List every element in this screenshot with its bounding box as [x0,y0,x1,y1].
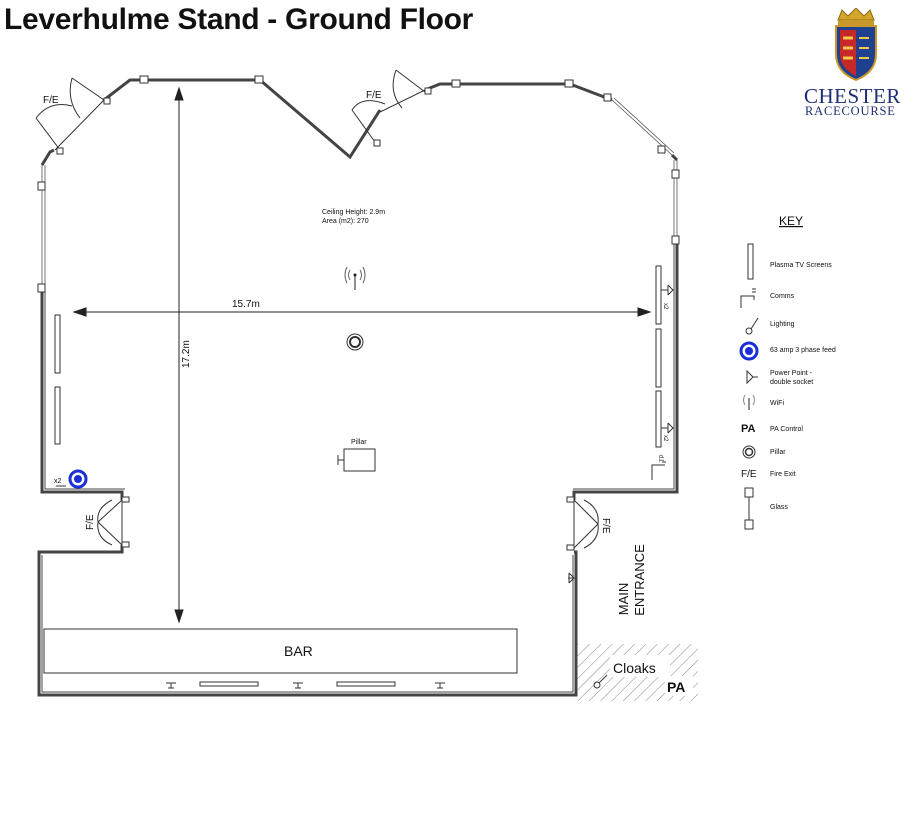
key-label-tv: Plasma TV Screens [770,262,832,269]
cloaks-label: Cloaks [613,660,656,676]
key-label-feed: 63 amp 3 phase feed [770,347,836,354]
key-legend: Plasma TV Screens Comms Lighting 63 amp … [739,243,836,530]
glass-icon [744,487,754,530]
power-feed-icon [739,341,759,361]
lighting-plan [593,674,608,689]
key-label-pa: PA Control [770,426,803,433]
pillar-label: Pillar [351,439,367,446]
main-label: MAIN [616,583,631,616]
key-label-fe: Fire Exit [770,471,796,478]
fire-exit-top-middle [351,69,432,147]
power-points-right [661,284,674,434]
page-title: Leverhulme Stand - Ground Floor [4,3,474,36]
key-label-power: Power Point - [770,370,813,377]
key-title: KEY [779,214,803,228]
area: Area (m2): 270 [322,218,369,225]
glass-walls [41,97,678,288]
tp-label: TP [660,454,666,462]
bar-label: BAR [284,643,313,659]
pa-label: PA [667,679,685,695]
comms-right [651,461,666,480]
comms-icon [740,288,756,308]
key-label-power-2: double socket [770,379,813,386]
logo-line-2: RACECOURSE [805,104,896,118]
wifi-icon [344,266,366,290]
fe-label-top-left: F/E [43,95,59,106]
tv-screens-right [655,265,662,448]
fe-label-top-middle: F/E [366,90,382,101]
fire-exit-left [97,496,130,548]
height-dimension-label: 17.2m [181,340,192,368]
pillar-key-icon [742,445,756,459]
lighting-icon [745,317,759,335]
tv-screens-left [54,314,61,445]
key-label-wifi: WiFi [770,400,784,407]
bar-fixtures [166,681,445,689]
fire-exit-icon: F/E [741,469,757,480]
crest-icon [835,8,877,82]
fire-exit-right [566,496,599,551]
chester-racecourse-logo: CHESTER RACECOURSE [800,8,912,118]
glass-markers [37,75,680,293]
outer-walls [37,78,679,697]
x2-label-1: x2 [662,303,668,310]
width-dimension [72,307,652,317]
x2-label-feed: x2 [54,478,62,485]
key-label-pillar: Pillar [770,449,786,456]
pillar-icon [346,333,364,351]
key-label-comms: Comms [770,293,795,300]
height-dimension [174,86,184,624]
pillar-box [337,448,376,472]
pa-control-icon: PA [741,423,756,435]
ceiling-height: Ceiling Height: 2.9m [322,209,385,216]
key-label-glass: Glass [770,504,788,511]
logo-line-1: CHESTER [804,84,901,108]
fe-label-left: F/E [85,514,96,530]
wifi-key-icon [743,394,755,410]
power-point-entrance [568,572,575,584]
tv-screen-icon [747,243,754,280]
key-label-lighting: Lighting [770,321,795,328]
x2-label-2: x2 [662,435,668,442]
bar-counter [43,628,518,674]
inner-walls [41,240,675,693]
entrance-label: ENTRANCE [632,544,647,616]
fire-exit-top-left [35,77,111,155]
power-point-icon [746,369,758,385]
power-feed-plan [68,469,88,489]
width-dimension-label: 15.7m [232,299,260,310]
fe-label-right: F/E [600,518,611,534]
